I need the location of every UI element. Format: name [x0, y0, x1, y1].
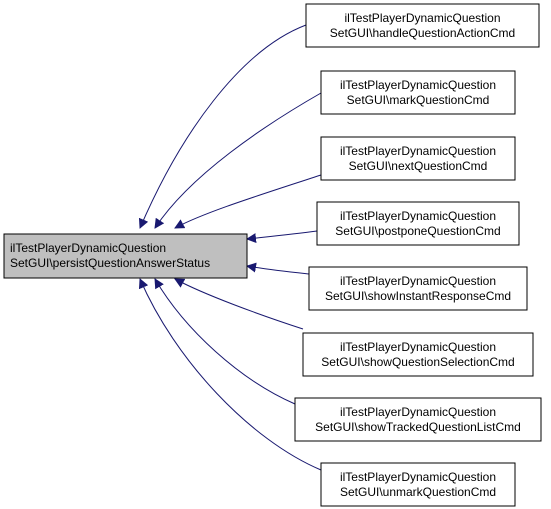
caller-node-line1: ilTestPlayerDynamicQuestion [340, 274, 496, 288]
target-node-line2: SetGUI\persistQuestionAnswerStatus [10, 256, 210, 270]
caller-node-postpone-question[interactable]: ilTestPlayerDynamicQuestion SetGUI\postp… [316, 201, 520, 246]
caller-node-handle-question-action[interactable]: ilTestPlayerDynamicQuestion SetGUI\handl… [305, 3, 540, 48]
caller-node-line1: ilTestPlayerDynamicQuestion [344, 11, 500, 25]
edge-mark-question [154, 92, 322, 229]
target-node-line1: ilTestPlayerDynamicQuestion [10, 241, 166, 255]
edge-postpone-question [246, 230, 318, 244]
caller-node-show-instant-response[interactable]: ilTestPlayerDynamicQuestion SetGUI\showI… [308, 266, 528, 311]
target-node-persist-question-answer-status[interactable]: ilTestPlayerDynamicQuestion SetGUI\persi… [3, 233, 248, 279]
caller-node-mark-question[interactable]: ilTestPlayerDynamicQuestion SetGUI\markQ… [320, 70, 516, 115]
caller-node-line2: SetGUI\postponeQuestionCmd [335, 224, 500, 238]
caller-node-line2: SetGUI\showTrackedQuestionListCmd [315, 420, 521, 434]
caller-node-line1: ilTestPlayerDynamicQuestion [340, 470, 496, 484]
caller-node-line1: ilTestPlayerDynamicQuestion [340, 209, 496, 223]
caller-node-line2: SetGUI\unmarkQuestionCmd [340, 485, 496, 499]
caller-node-line2: SetGUI\showQuestionSelectionCmd [321, 355, 514, 369]
edge-show-question-selection [174, 278, 304, 330]
caller-node-show-question-selection[interactable]: ilTestPlayerDynamicQuestion SetGUI\showQ… [302, 332, 534, 377]
caller-node-line2: SetGUI\showInstantResponseCmd [325, 289, 511, 303]
edge-unmark-question [138, 278, 322, 471]
caller-node-line2: SetGUI\nextQuestionCmd [349, 159, 488, 173]
caller-node-line2: SetGUI\handleQuestionActionCmd [330, 26, 515, 40]
caller-node-line1: ilTestPlayerDynamicQuestion [340, 144, 496, 158]
caller-node-line2: SetGUI\markQuestionCmd [347, 93, 490, 107]
edge-show-instant-response [246, 262, 310, 275]
edge-next-question [174, 174, 322, 229]
caller-node-show-tracked-question-list[interactable]: ilTestPlayerDynamicQuestion SetGUI\showT… [294, 397, 542, 442]
edges [138, 24, 322, 471]
caller-node-unmark-question[interactable]: ilTestPlayerDynamicQuestion SetGUI\unmar… [320, 462, 516, 507]
caller-node-line1: ilTestPlayerDynamicQuestion [340, 405, 496, 419]
edge-handle-question-action [138, 24, 307, 229]
caller-node-next-question[interactable]: ilTestPlayerDynamicQuestion SetGUI\nextQ… [320, 136, 516, 181]
caller-node-line1: ilTestPlayerDynamicQuestion [340, 340, 496, 354]
caller-node-line1: ilTestPlayerDynamicQuestion [340, 78, 496, 92]
edge-show-tracked-question-list [154, 278, 296, 405]
